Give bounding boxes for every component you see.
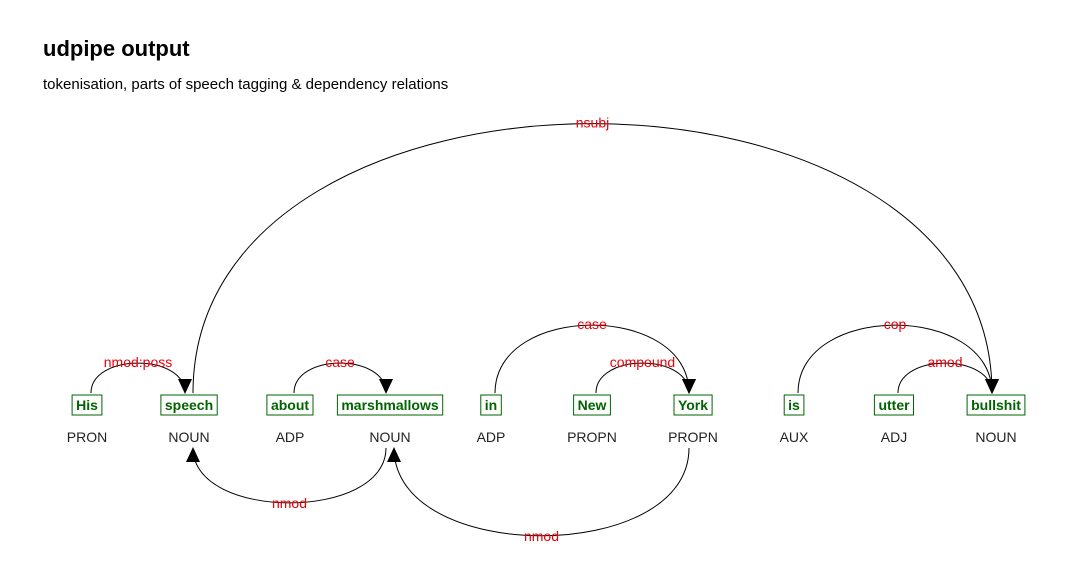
arrowhead-icon xyxy=(379,379,393,394)
relation-label: nmod:poss xyxy=(104,354,172,370)
relation-curve xyxy=(393,447,690,537)
relation-cop-arc: cop xyxy=(797,316,999,394)
token-word: bullshit xyxy=(971,397,1021,413)
relation-nmod-arc: nmod xyxy=(387,447,690,544)
token-word: speech xyxy=(165,397,213,413)
pos-tag: ADP xyxy=(276,429,305,445)
relation-curve xyxy=(192,447,387,504)
token-box xyxy=(336,394,444,416)
relation-amod-arc: amod xyxy=(897,354,999,394)
pos-tag: ADP xyxy=(477,429,506,445)
relation-arcs: nmod:poss case case compound cop amod nsubj nmo… xyxy=(90,115,999,544)
token-word: about xyxy=(271,397,309,413)
relation-case-arc: case xyxy=(293,354,393,394)
token-word: is xyxy=(788,397,800,413)
token-word: New xyxy=(578,397,607,413)
token-word: His xyxy=(76,397,98,413)
arrowhead-icon xyxy=(186,447,200,462)
token-box xyxy=(573,394,611,416)
relation-curve xyxy=(192,123,993,394)
relation-label: amod xyxy=(927,354,962,370)
token-box xyxy=(673,394,713,416)
token-box xyxy=(160,394,218,416)
token-word: utter xyxy=(878,397,910,413)
arrowhead-icon xyxy=(682,379,696,394)
relation-label: nmod xyxy=(524,528,559,544)
relation-label: case xyxy=(325,354,355,370)
relation-label: nsubj xyxy=(576,115,609,131)
token-box xyxy=(480,394,502,416)
relation-compound-arc: compound xyxy=(595,354,696,394)
token-box xyxy=(71,394,103,416)
pos-tag: PROPN xyxy=(668,429,718,445)
relation-curve xyxy=(494,324,690,394)
relation-label: compound xyxy=(610,354,675,370)
token-box xyxy=(783,394,805,416)
relation-label: cop xyxy=(884,316,907,332)
page-subtitle: tokenisation, parts of speech tagging & … xyxy=(43,76,449,93)
pos-tag: NOUN xyxy=(369,429,410,445)
arrowhead-icon xyxy=(985,379,999,394)
token-word: marshmallows xyxy=(341,397,438,413)
page-title: udpipe output xyxy=(43,36,190,61)
pos-tag: NOUN xyxy=(975,429,1016,445)
relation-nmod-poss-arc: nmod:poss xyxy=(90,354,192,394)
pos-tag: AUX xyxy=(780,429,809,445)
token-box xyxy=(966,394,1026,416)
token-word: York xyxy=(678,397,708,413)
token-word: in xyxy=(485,397,497,413)
token-box xyxy=(266,394,314,416)
token-box xyxy=(873,394,915,416)
arrowhead-icon xyxy=(178,379,192,394)
relation-nsubj-arc: nsubj xyxy=(192,115,999,394)
relation-curve xyxy=(797,324,993,394)
pos-tag: PRON xyxy=(67,429,107,445)
relation-nmod-arc: nmod xyxy=(186,447,387,511)
arrowhead-icon xyxy=(387,447,401,462)
pos-tag: PROPN xyxy=(567,429,617,445)
relation-label: case xyxy=(577,316,607,332)
relation-label: nmod xyxy=(272,495,307,511)
pos-tag: NOUN xyxy=(168,429,209,445)
pos-tag: ADJ xyxy=(881,429,907,445)
